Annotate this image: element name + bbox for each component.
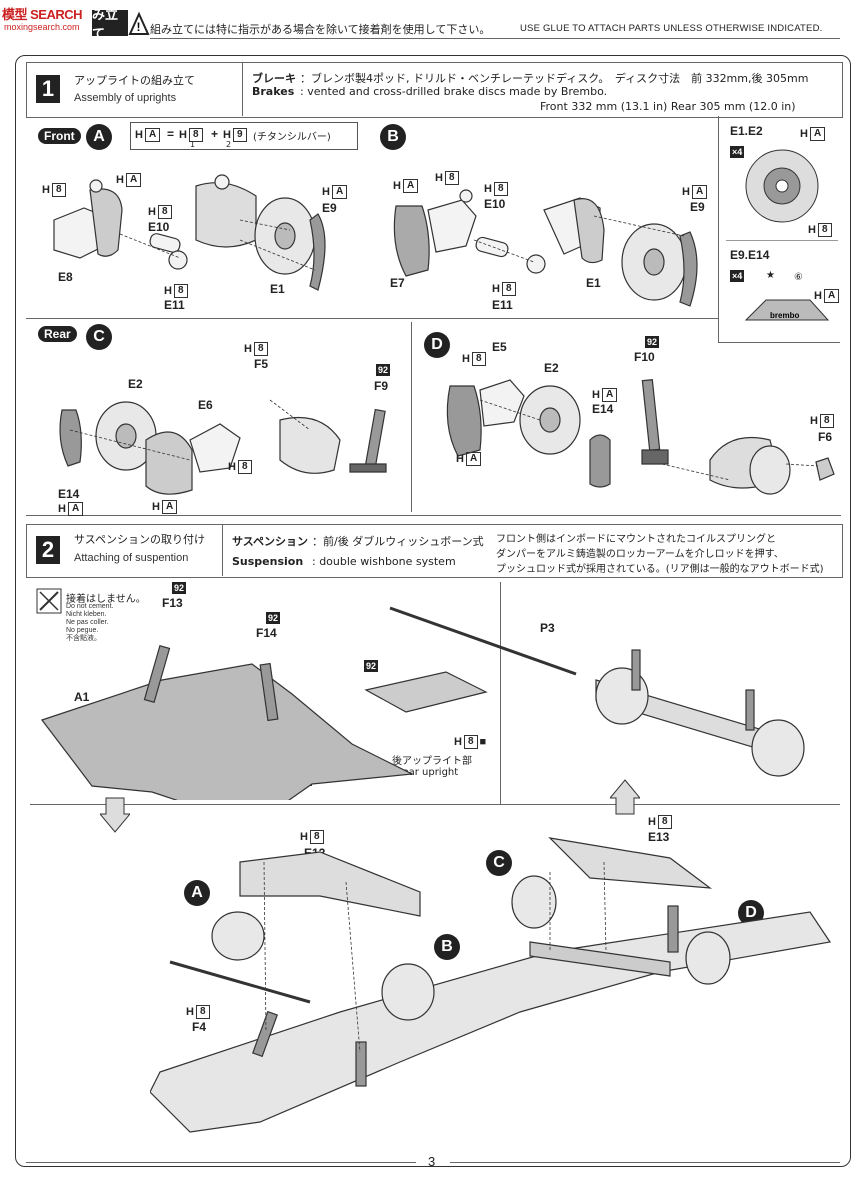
- step1-number: 1: [36, 75, 60, 103]
- part-e5: E5: [492, 340, 507, 354]
- sub-step-d: D: [424, 332, 450, 358]
- susp-desc-2: ダンパーをアルミ鋳造製のロッカーアームを介しロッドを押す、: [496, 549, 784, 560]
- side-e1e2: E1.E2: [730, 124, 763, 138]
- part-e1-b: E1: [586, 276, 601, 290]
- diagram-chassis-right: [389, 606, 805, 777]
- part-e11-b: E11: [492, 298, 513, 312]
- step2-title-jp: サスペンションの取り付け: [74, 533, 206, 546]
- callout-a: A: [184, 880, 210, 906]
- part-e2-c: E2: [128, 377, 143, 391]
- rear-label: Rear: [38, 326, 77, 342]
- part-e14-d: E14: [592, 402, 614, 416]
- diagram-floor: [41, 644, 488, 800]
- part-f9: F9: [374, 379, 389, 393]
- part-f14: F14: [256, 626, 277, 640]
- step2-title-en: Attaching of suspention: [74, 552, 189, 564]
- part-e10-b: E10: [484, 197, 506, 211]
- part-e14-c: E14: [58, 487, 80, 501]
- part-f4: F4: [192, 1020, 207, 1034]
- star-icon: ★: [766, 270, 775, 281]
- page-header: 模型 SEARCH moxingsearch.com み立て ! 組み立てには特…: [0, 0, 864, 50]
- part-f6: F6: [818, 430, 833, 444]
- part-f10: F10: [634, 350, 655, 364]
- diagram-b: [393, 189, 698, 307]
- part-e11-a: E11: [164, 298, 185, 312]
- part-e1-a: E1: [270, 282, 285, 296]
- callout-c: C: [486, 850, 512, 876]
- glue-note-en: USE GLUE TO ATTACH PARTS UNLESS OTHERWIS…: [520, 23, 823, 34]
- susp-desc-3: プッシュロッド式が採用されている。(リア側は一般的なアウトボード式): [496, 564, 824, 575]
- susp-spec-en: : double wishbone system: [312, 555, 456, 568]
- sub-step-b: B: [380, 124, 406, 150]
- part-e9-a: E9: [322, 201, 337, 215]
- part-a1: A1: [74, 690, 90, 704]
- diagram-c: [59, 399, 387, 495]
- part-e9-b: E9: [690, 200, 705, 214]
- part-e6: E6: [198, 398, 213, 412]
- part-e2-d: E2: [544, 361, 559, 375]
- instruction-frame: [15, 55, 851, 1167]
- side-e9e14: E9.E14: [730, 248, 770, 262]
- callout-b: B: [434, 934, 460, 960]
- step1-title-en: Assembly of uprights: [74, 92, 177, 104]
- part-e8: E8: [58, 270, 73, 284]
- watermark-logo: 模型 SEARCH: [2, 7, 83, 22]
- diagram-a: [53, 174, 326, 291]
- part-p3: P3: [540, 621, 555, 635]
- step1-header: [26, 62, 843, 118]
- rear-upright-en: : rear upright: [392, 767, 459, 778]
- step1-title-jp: アップライトの組み立て: [74, 74, 195, 87]
- glue-note-jp: 組み立てには特に指示がある場合を除いて接着剤を使用して下さい。: [150, 23, 491, 36]
- susp-spec-jp: ：前/後 ダブルウィッシュボーン式: [312, 535, 484, 548]
- brake-label-jp: ブレーキ: [252, 72, 296, 85]
- susp-desc-1: フロント側はインボードにマウントされたコイルスプリングと: [496, 534, 776, 545]
- diagram-assembly: [150, 837, 832, 1133]
- brake-label-en: Brakes: [252, 85, 295, 98]
- warning-triangle-icon: !: [128, 11, 150, 35]
- page-number: 3: [428, 1154, 436, 1169]
- susp-label-en: Suspension: [232, 555, 304, 568]
- brake-spec-en: : vented and cross-drilled brake discs m…: [300, 85, 608, 98]
- step2-header: [26, 524, 843, 578]
- step2-number: 2: [36, 536, 60, 564]
- arrow-down-icon: [100, 797, 130, 833]
- arrow-up-icon: [610, 779, 640, 815]
- svg-text:!: !: [137, 20, 141, 34]
- brake-dims-en: Front 332 mm (13.1 in) Rear 305 mm (12.0…: [540, 100, 796, 113]
- section-tab: み立て: [92, 7, 128, 41]
- no-cement-jp: 接着はしません。: [66, 594, 146, 605]
- disc-diagram: [745, 149, 819, 223]
- svg-text:brembo: brembo: [770, 311, 799, 320]
- susp-label-jp: サスペンション: [232, 535, 309, 548]
- diagram-d: [446, 379, 835, 495]
- part-e7: E7: [390, 276, 405, 290]
- caliper-diagram: brembo: [744, 299, 830, 321]
- part-f5: F5: [254, 357, 269, 371]
- part-f13: F13: [162, 596, 183, 610]
- sub-step-c: C: [86, 324, 112, 350]
- part-e13: E13: [648, 830, 670, 844]
- front-label: Front: [38, 128, 81, 144]
- no-glue-icon: [36, 588, 62, 614]
- sub-step-a: A: [86, 124, 112, 150]
- brake-spec-jp: ：ブレンボ製4ポッド, ドリルド・ベンチレーテッドディスク。 ディスク寸法 前 …: [300, 72, 809, 85]
- part-e10-a: E10: [148, 220, 170, 234]
- rear-upright-jp: 後アップライト部: [392, 756, 472, 767]
- watermark-url: moxingsearch.com: [4, 22, 80, 32]
